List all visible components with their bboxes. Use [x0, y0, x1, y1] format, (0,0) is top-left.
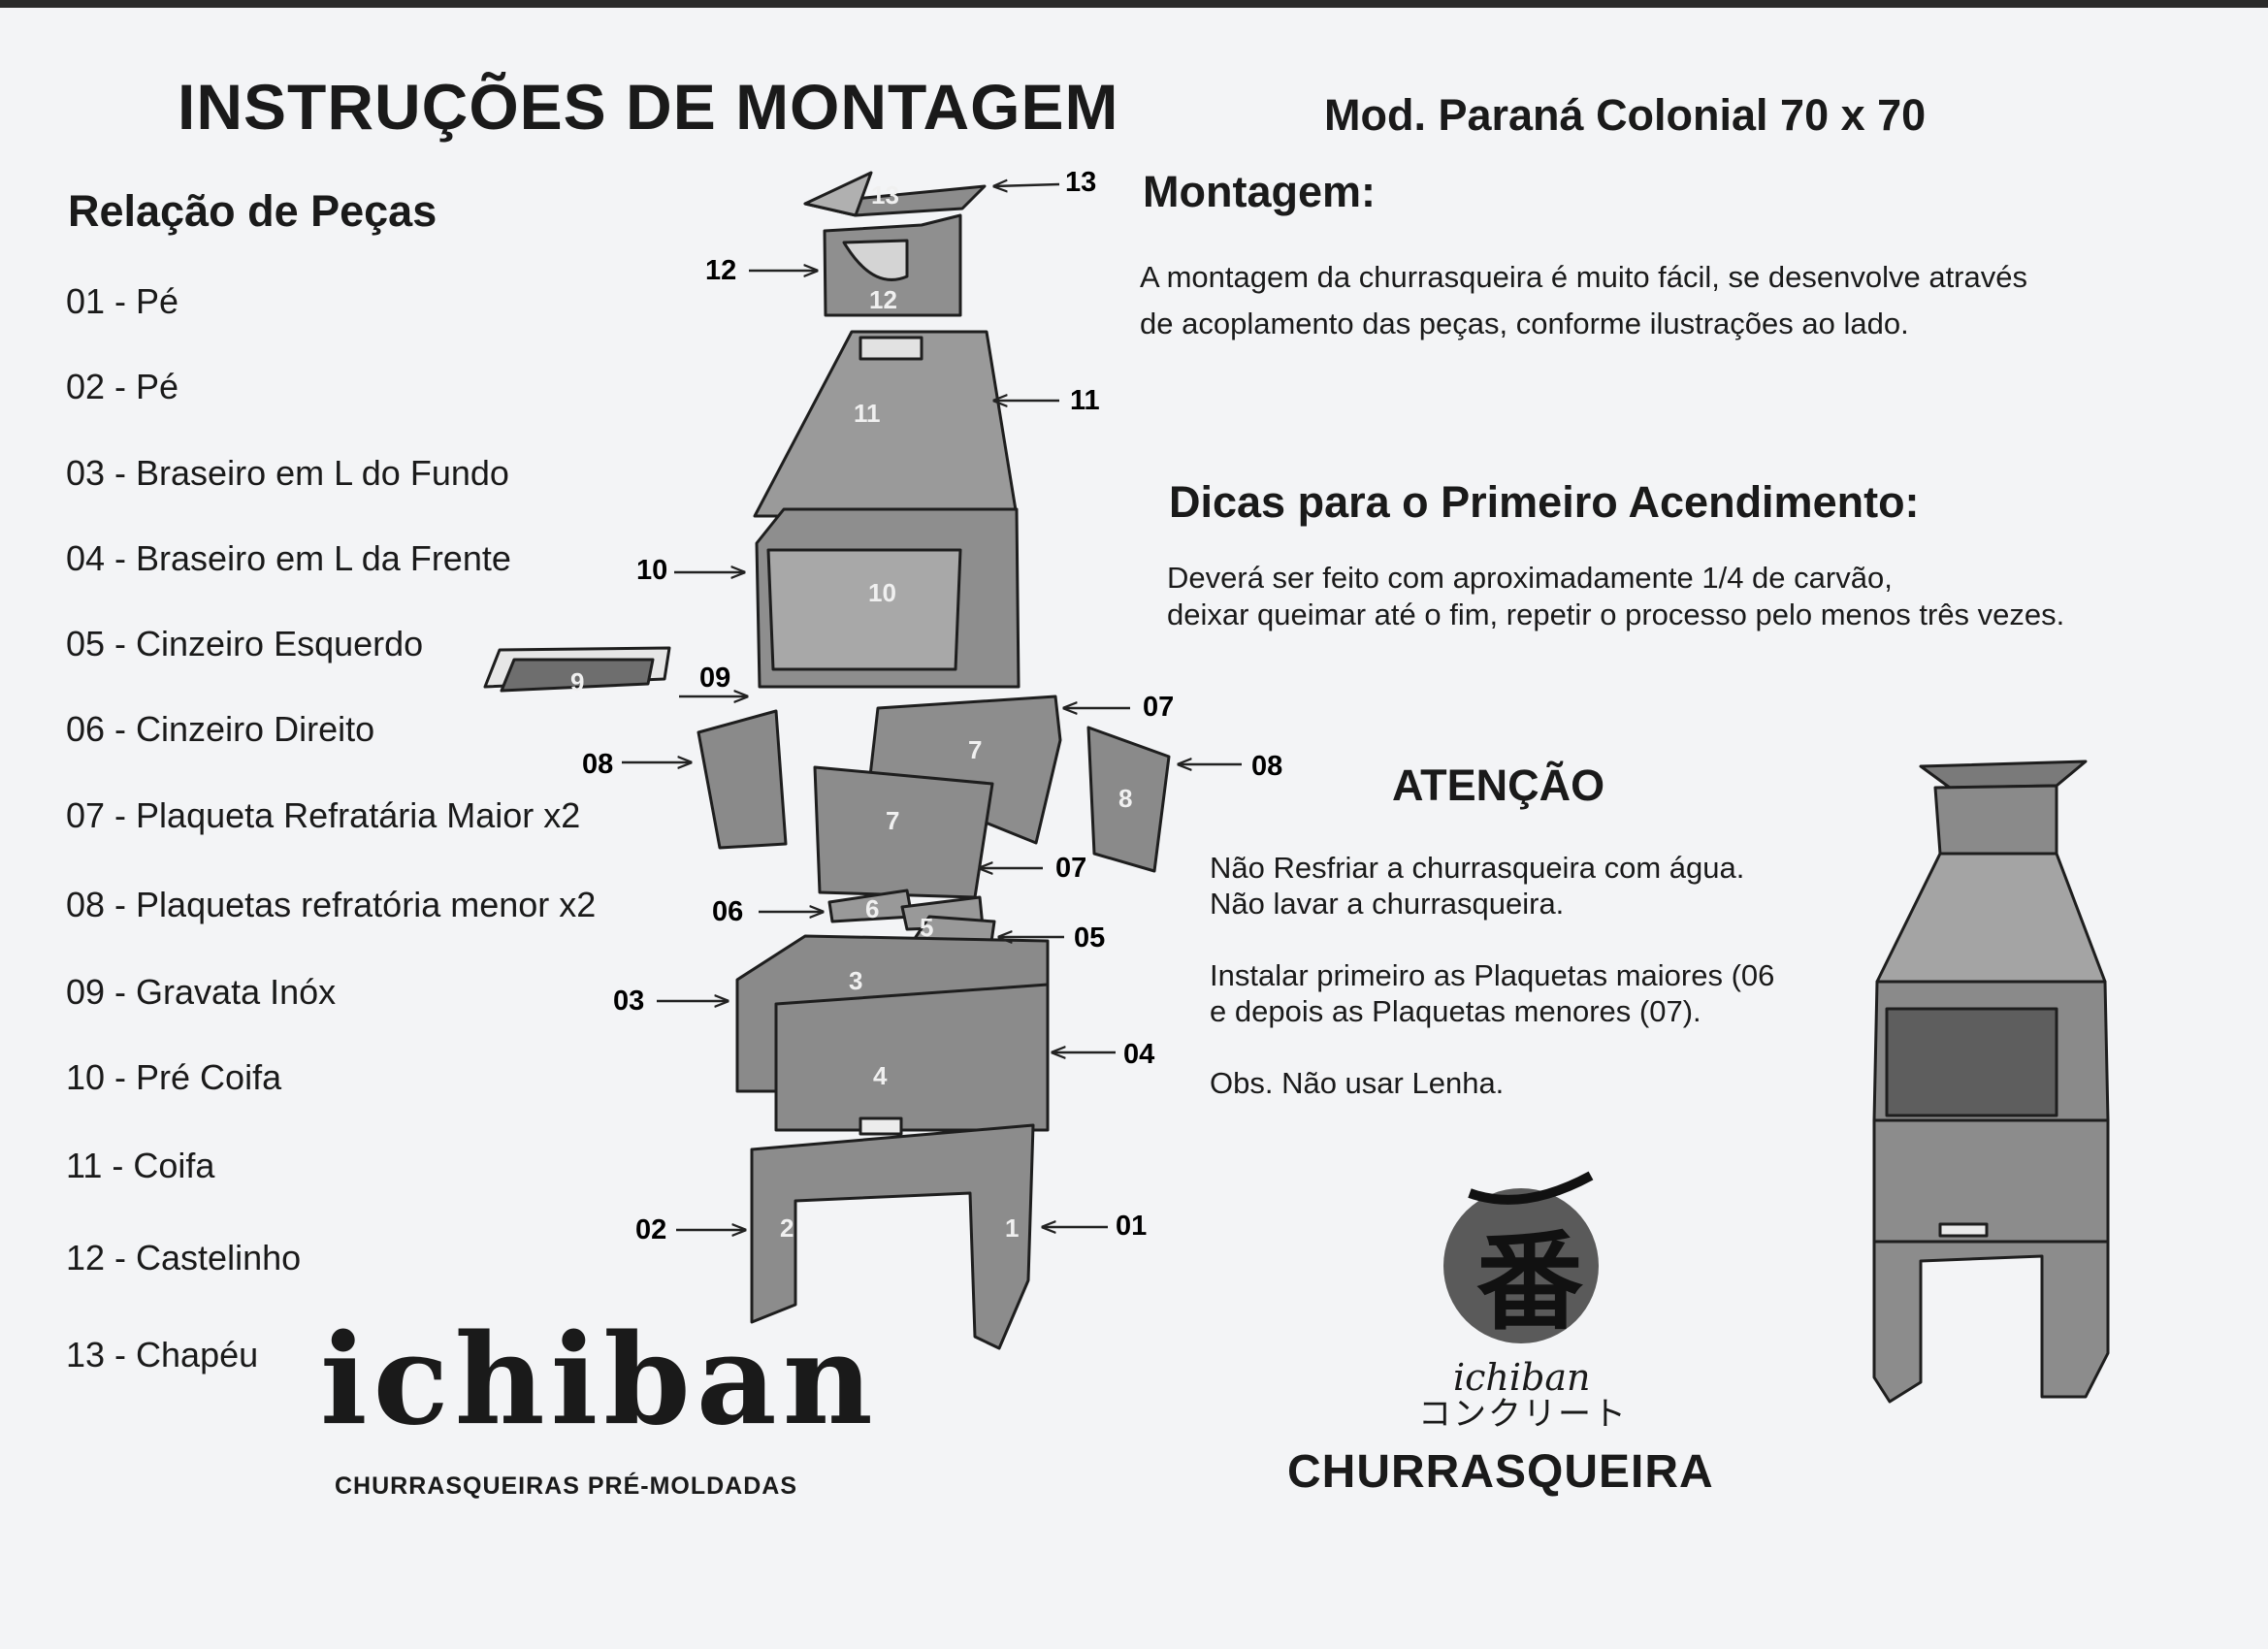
part-item: 13 - Chapéu	[66, 1335, 259, 1374]
emblem-japanese-text: コンクリート	[1418, 1395, 1628, 1434]
part-item: 01 - Pé	[66, 281, 179, 321]
ichiban-emblem: 番	[1443, 1171, 1599, 1344]
part-item: 02 - Pé	[66, 367, 179, 406]
part-item: 10 - Pré Coifa	[66, 1057, 282, 1097]
text-line: A montagem da churrasqueira é muito fáci…	[1140, 260, 2027, 294]
piece-number-label: 12	[869, 285, 897, 314]
product-name: CHURRASQUEIRA	[1287, 1446, 1714, 1498]
page-title: INSTRUÇÕES DE MONTAGEM	[178, 71, 1119, 143]
montagem-text: A montagem da churrasqueira é muito fáci…	[1140, 254, 2027, 347]
text-line: e depois as Plaquetas menores (07).	[1210, 994, 1701, 1028]
piece-number-label: 7	[886, 806, 899, 835]
part-item: 12 - Castelinho	[66, 1238, 302, 1277]
callout-label: 06	[712, 896, 743, 927]
scan-top-border	[0, 0, 2268, 8]
piece-07-plaqueta-front	[813, 765, 994, 899]
callout-label: 08	[582, 749, 613, 780]
text-line: deixar queimar até o fim, repetir o proc…	[1167, 598, 2065, 631]
callout-label: 09	[699, 663, 730, 694]
assembled-grill-illustration	[1872, 760, 2110, 1404]
assembled-slot	[1938, 1222, 1989, 1238]
assembled-braseiro	[1872, 1118, 2110, 1244]
piece-number-label: 7	[968, 735, 982, 764]
piece-07-plaqueta-back	[868, 695, 1062, 845]
piece-08-plaqueta-left	[697, 709, 788, 850]
callout-label: 03	[613, 986, 644, 1017]
piece-number-label: 1	[1005, 1213, 1019, 1243]
emblem-kanji: 番	[1476, 1219, 1583, 1344]
piece-13-chapeu-face	[803, 171, 873, 217]
callout-label: 10	[636, 555, 667, 586]
text-line: Deverá ser feito com aproximadamente 1/4…	[1167, 561, 1893, 595]
atencao-heading: ATENÇÃO	[1392, 760, 1605, 810]
ichiban-logo: ichiban	[320, 1308, 879, 1453]
piece-number-label: 3	[849, 966, 862, 995]
part-item: 07 - Plaqueta Refratária Maior x2	[66, 795, 581, 835]
callout-label: 01	[1116, 1211, 1147, 1242]
part-item: 11 - Coifa	[66, 1146, 215, 1185]
assembled-chapeu	[1919, 760, 2088, 790]
part-item: 04 - Braseiro em L da Frente	[66, 538, 511, 578]
montagem-heading: Montagem:	[1143, 167, 1376, 216]
callout-label: 07	[1055, 853, 1086, 884]
assembled-coifa	[1875, 852, 2107, 984]
piece-number-label: 9	[570, 667, 584, 696]
piece-04-braseiro-frente	[774, 983, 1050, 1132]
assembled-firebox	[1885, 1007, 2058, 1117]
callout-label: 08	[1251, 751, 1282, 782]
piece-10-cavity	[766, 548, 962, 671]
brand-tagline: CHURRASQUEIRAS PRÉ-MOLDADAS	[335, 1472, 798, 1500]
assembled-pes	[1872, 1240, 2110, 1404]
emblem-sun-circle	[1443, 1188, 1599, 1343]
callout-label: 11	[1070, 385, 1100, 416]
callout-arrow	[994, 184, 1060, 186]
emblem-ichiban-text: ichiban	[1453, 1356, 1591, 1399]
callout-label: 07	[1143, 692, 1174, 723]
part-item: 09 - Gravata Inóx	[66, 972, 337, 1012]
text-line: Não Resfriar a churrasqueira com água.	[1210, 851, 1745, 885]
callout-label: 02	[635, 1214, 666, 1245]
dicas-heading: Dicas para o Primeiro Acendimento:	[1169, 477, 1920, 527]
piece-12-opening	[842, 239, 909, 281]
text-line: Não lavar a churrasqueira.	[1210, 887, 1565, 921]
text-line: Obs. Não usar Lenha.	[1210, 1066, 1505, 1100]
piece-number-label: 10	[868, 578, 896, 607]
piece-number-label: 8	[1118, 784, 1132, 813]
model-name: Mod. Paraná Colonial 70 x 70	[1324, 90, 1927, 140]
piece-11-top-opening	[859, 336, 923, 361]
assembled-castelinho	[1933, 784, 2058, 856]
callout-label: 05	[1074, 922, 1105, 954]
part-item: 06 - Cinzeiro Direito	[66, 709, 375, 749]
callout-label: 04	[1123, 1039, 1154, 1070]
piece-01-02-pes	[750, 1123, 1035, 1350]
callout-label: 13	[1065, 167, 1096, 198]
piece-number-label: 2	[780, 1213, 794, 1243]
piece-number-label: 4	[873, 1061, 888, 1090]
part-item: 08 - Plaquetas refratória menor x2	[66, 885, 597, 924]
piece-04-slot	[859, 1116, 903, 1136]
emblem-brush-stroke	[1468, 1171, 1594, 1205]
piece-number-label: 13	[871, 180, 899, 210]
piece-number-label: 11	[854, 399, 881, 428]
piece-08-plaqueta-right	[1086, 726, 1171, 873]
atencao-text: Não Resfriar a churrasqueira com água. N…	[1210, 850, 1823, 1101]
text-line: de acoplamento das peças, conforme ilust…	[1140, 307, 1909, 340]
part-item: 05 - Cinzeiro Esquerdo	[66, 624, 424, 663]
text-line: Instalar primeiro as Plaquetas maiores (…	[1210, 958, 1775, 992]
callout-label: 12	[705, 255, 736, 286]
piece-number-label: 5	[920, 913, 933, 942]
parts-heading: Relação de Peças	[68, 186, 437, 236]
piece-09-gravata	[500, 658, 655, 693]
part-item: 03 - Braseiro em L do Fundo	[66, 453, 509, 493]
dicas-text: Deverá ser feito com aproximadamente 1/4…	[1167, 560, 2064, 633]
piece-number-label: 6	[865, 894, 879, 923]
